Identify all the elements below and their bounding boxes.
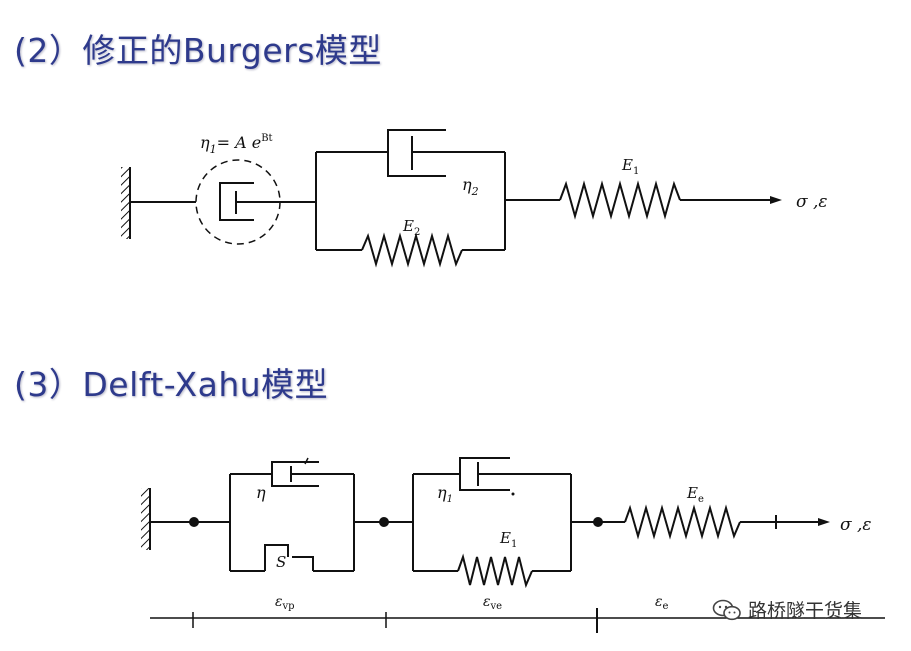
label-output-1: σ ,ε — [796, 192, 828, 212]
spring-e1 — [559, 180, 681, 220]
label-eps-vp: εvp — [275, 594, 295, 612]
watermark-text: 路桥隧干货集 — [748, 600, 863, 622]
fixed-wall — [121, 167, 130, 239]
node — [189, 517, 199, 527]
watermark: 路桥隧干货集 — [712, 596, 862, 623]
label-output-2: σ ,ε — [840, 515, 872, 535]
heading-delft-xahu: (3）Delft-Xahu模型 — [14, 365, 329, 404]
node — [379, 517, 389, 527]
arrow-head — [818, 518, 830, 526]
label-eta1-2: η1 — [437, 483, 453, 505]
label-eta: η — [256, 483, 266, 502]
nonlinear-dashpot-eta1 — [195, 159, 281, 245]
burgers-diagram: η1= A eBt η2 E2 E1 σ ,ε — [121, 129, 828, 268]
label-e2: E2 — [402, 217, 420, 238]
delft-xahu-diagram: η S η1 E1 Ee σ ,ε εvp εve εe — [141, 457, 885, 633]
node — [593, 517, 603, 527]
arrow-head — [770, 196, 782, 204]
label-s: S — [276, 553, 286, 571]
kelvin-unit — [315, 129, 506, 268]
label-eta2: η2 — [462, 175, 479, 198]
viscoelastic-unit — [412, 457, 572, 589]
viscoplastic-unit — [229, 457, 355, 572]
label-eps-ve: εve — [483, 594, 502, 612]
label-eps-e: εe — [655, 594, 669, 612]
label-eta1: η1= A eBt — [200, 133, 273, 156]
heading-modified-burgers: (2）修正的Burgers模型 — [14, 31, 382, 70]
strain-baseline — [150, 608, 885, 633]
label-ee: Ee — [686, 484, 704, 505]
label-e1: E1 — [621, 156, 639, 177]
wechat-icon — [712, 599, 741, 620]
fixed-wall-2 — [141, 488, 150, 550]
spring-ee — [624, 504, 741, 540]
label-e1-2: E1 — [499, 529, 517, 550]
